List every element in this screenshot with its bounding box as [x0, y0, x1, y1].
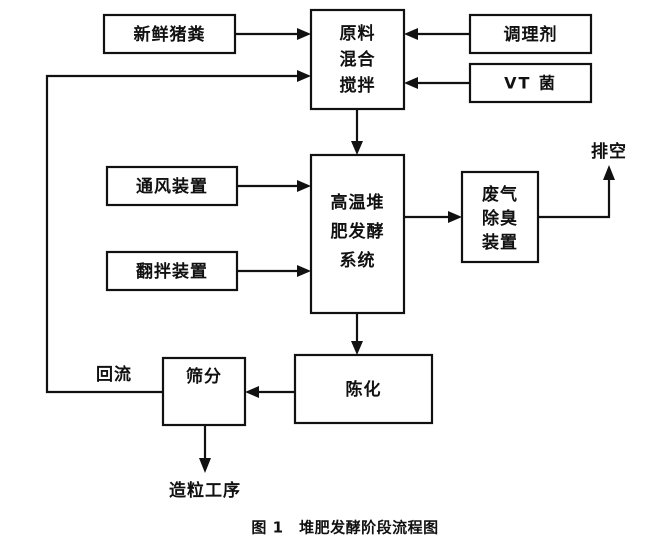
label-granulation-process: 造粒工序: [169, 480, 241, 501]
edge-vt-bacteria-to-mixing: [404, 77, 472, 89]
node-high-temp-compost-system-label-line-2: 肥发酵: [331, 221, 385, 242]
node-fresh-manure-label: 新鲜猪粪: [134, 24, 206, 45]
node-maturation-label: 陈化: [346, 379, 382, 400]
node-conditioner[interactable]: 调理剂: [468, 13, 593, 55]
node-waste-gas-deodorizing[interactable]: 废气 除臭 装置: [460, 170, 540, 264]
label-vent-to-atmosphere: 排空: [591, 141, 627, 162]
figure-caption: 图 1 堆肥发酵阶段流程图: [251, 519, 438, 537]
edge-conditioner-to-mixing: [404, 28, 472, 40]
edge-waste-gas-to-vent: [536, 165, 615, 219]
edge-recirculation-to-mixing: [45, 70, 311, 394]
node-maturation[interactable]: 陈化: [293, 353, 434, 425]
node-ventilation-device-label: 通风装置: [136, 176, 208, 197]
node-conditioner-label: 调理剂: [504, 24, 558, 45]
node-vt-bacteria-label: VT 菌: [504, 74, 557, 93]
node-high-temp-compost-system-label-line-1: 高温堆: [331, 192, 385, 213]
node-turning-device[interactable]: 翻拌装置: [105, 250, 239, 292]
edge-screening-to-granulation: [199, 423, 211, 473]
node-raw-material-mixing-label-line-2: 混合: [340, 49, 376, 70]
node-raw-material-mixing[interactable]: 原料 混合 搅拌: [309, 8, 406, 111]
edge-mixing-to-compost-system: [351, 107, 363, 155]
node-waste-gas-deodorizing-label-line-1: 废气: [482, 184, 518, 205]
edge-ventilation-to-compost-system: [235, 180, 311, 192]
node-turning-device-label: 翻拌装置: [136, 261, 208, 282]
edge-compost-system-to-waste-gas: [402, 211, 462, 223]
edge-compost-system-to-maturation: [351, 311, 363, 355]
node-vt-bacteria[interactable]: VT 菌: [468, 62, 593, 104]
node-high-temp-compost-system-label-line-3: 系统: [340, 250, 376, 271]
node-fresh-manure[interactable]: 新鲜猪粪: [102, 13, 237, 55]
label-recirculation: 回流: [96, 364, 132, 385]
node-screening-label: 筛分: [186, 366, 222, 387]
edge-maturation-to-screening: [245, 386, 297, 398]
node-raw-material-mixing-label-line-1: 原料: [340, 23, 376, 44]
node-waste-gas-deodorizing-label-line-2: 除臭: [482, 208, 518, 229]
node-ventilation-device[interactable]: 通风装置: [105, 165, 239, 207]
node-raw-material-mixing-label-line-3: 搅拌: [340, 75, 376, 96]
node-high-temp-compost-system[interactable]: 高温堆 肥发酵 系统: [309, 153, 406, 315]
node-screening[interactable]: 筛分: [161, 356, 247, 427]
edge-fresh-manure-to-mixing: [233, 28, 311, 40]
edge-turning-to-compost-system: [235, 265, 311, 277]
node-waste-gas-deodorizing-label-line-3: 装置: [481, 232, 518, 253]
